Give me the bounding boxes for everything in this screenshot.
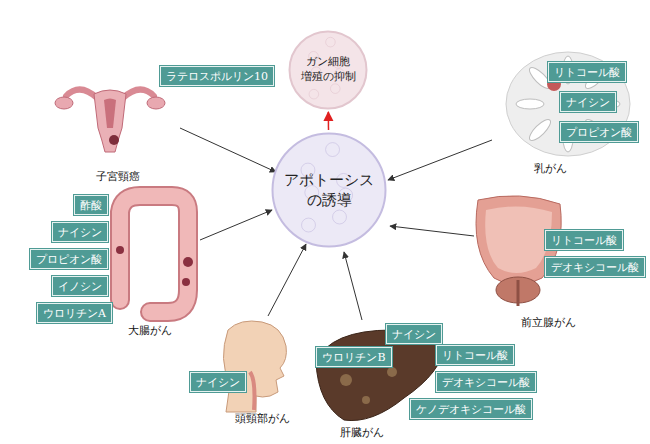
colon-illustration [183, 257, 193, 267]
compound-name: デオキシコール酸 [551, 262, 639, 273]
compound-name: プロピオン酸 [566, 127, 632, 138]
compound-box: ナイシン [52, 222, 108, 242]
prostate-illustration [476, 196, 561, 306]
compound-box: プロピオン酸 [30, 249, 108, 269]
colon-illustration [182, 278, 190, 286]
organ-arrows [180, 128, 492, 320]
compound-name: ウロリチンB [322, 352, 385, 363]
head-neck-illustration [223, 321, 286, 412]
cell-texture [309, 89, 319, 99]
compound-name: ナイシン [566, 97, 610, 108]
compound-name: 酢酸 [80, 200, 102, 211]
compound-box: リトコール酸 [545, 230, 623, 250]
compound-box: ナイシン [560, 92, 616, 112]
compound-name: ケノデオキシコール酸 [416, 404, 526, 415]
uterus-illustration [55, 89, 165, 152]
compound-box: イノシン [52, 276, 108, 296]
organ-arrows [200, 210, 272, 240]
uterus-illustration [66, 89, 97, 98]
circle-text-area: アポトーシス の誘導 [271, 132, 387, 248]
compound-name: ウロリチンA [43, 308, 106, 319]
compound-box: ウロリチンB [316, 347, 392, 367]
compound-name: ラテロスポルリン10 [166, 71, 268, 82]
circle-label: ガン細胞 増殖の抑制 [292, 55, 364, 85]
uterus-illustration [147, 97, 165, 109]
compound-box: ナイシン [190, 372, 246, 392]
circle-shape [290, 32, 367, 109]
uterus-illustration [55, 97, 73, 109]
compound-box: ナイシン [386, 324, 442, 344]
process-circle: ガン細胞 増殖の抑制 [288, 30, 368, 110]
compound-name: ナイシン [196, 377, 240, 388]
circle-label: アポトーシス の誘導 [277, 170, 381, 211]
head-neck-illustration [223, 321, 286, 412]
uterus-illustration [123, 89, 154, 98]
compound-name: ナイシン [58, 227, 102, 238]
compound-box: ラテロスポルリン10 [160, 66, 274, 86]
colon-illustration [116, 196, 193, 312]
organ-arrows [180, 128, 276, 172]
compound-box: デオキシコール酸 [436, 372, 536, 392]
breast-illustration [516, 99, 544, 109]
liver-illustration [340, 374, 352, 386]
compound-box: デオキシコール酸 [545, 257, 645, 277]
organ-label: 大腸がん [128, 324, 172, 337]
breast-illustration [527, 117, 554, 144]
cell-texture [326, 37, 336, 47]
colon-illustration [116, 246, 124, 254]
head-neck-illustration [250, 372, 255, 410]
organ-label: 子宮頸癌 [96, 170, 140, 183]
organ-arrows [388, 140, 492, 180]
colon-illustration [120, 196, 188, 312]
organ-label: 肝臓がん [340, 426, 384, 439]
compound-name: イノシン [58, 281, 102, 292]
cell-texture [326, 143, 340, 157]
liver-illustration [362, 396, 370, 404]
compound-name: リトコール酸 [551, 235, 617, 246]
organ-label: 頭頸部がん [235, 412, 290, 425]
compound-box: リトコール酸 [548, 62, 626, 82]
compound-box: 酢酸 [74, 195, 108, 215]
organ-arrows [390, 226, 474, 236]
organ-arrows [268, 244, 306, 316]
compound-box: ケノデオキシコール酸 [410, 399, 532, 419]
circle-text-area: ガン細胞 増殖の抑制 [288, 30, 368, 110]
compound-name: デオキシコール酸 [442, 377, 530, 388]
liver-illustration [387, 367, 397, 377]
effect-arrow [328, 112, 330, 130]
cell-texture [302, 218, 316, 232]
uterus-illustration [109, 135, 119, 145]
uterus-illustration [94, 90, 126, 152]
circle-shape [273, 134, 386, 247]
organ-label: 乳がん [534, 162, 567, 175]
circle-outline [271, 132, 387, 248]
organ-arrows [344, 252, 362, 320]
organ-label: 前立腺がん [521, 316, 576, 329]
prostate-illustration [485, 206, 552, 273]
colon-illustration [120, 196, 188, 312]
cell-texture [333, 210, 347, 224]
compound-name: プロピオン酸 [36, 254, 102, 265]
compound-name: リトコール酸 [554, 67, 620, 78]
process-circle: アポトーシス の誘導 [271, 132, 387, 248]
uterus-illustration [104, 99, 116, 129]
compound-box: ウロリチンA [37, 303, 112, 323]
compound-name: リトコール酸 [442, 350, 508, 361]
compound-box: リトコール酸 [436, 345, 514, 365]
compound-name: ナイシン [392, 329, 436, 340]
cell-texture [330, 84, 340, 94]
prostate-illustration [517, 280, 520, 306]
compound-box: プロピオン酸 [560, 122, 638, 142]
